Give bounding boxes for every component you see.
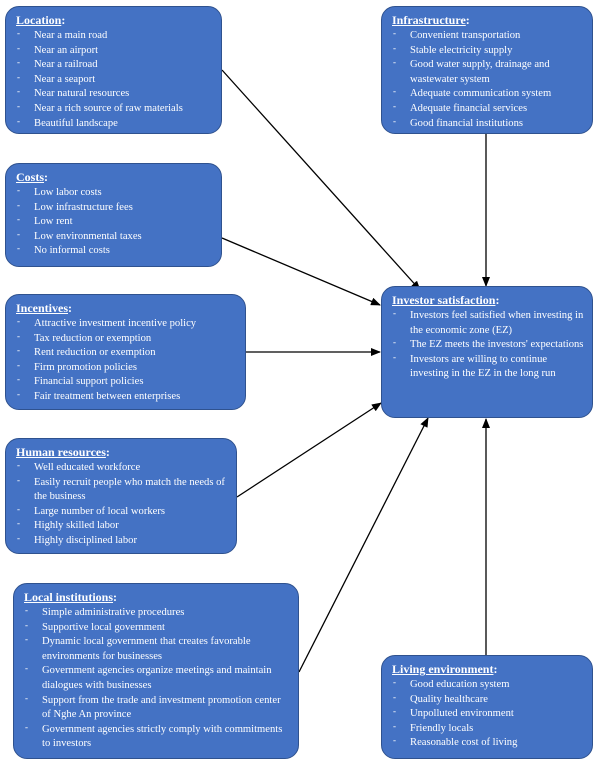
list-item: Unpolluted environment — [392, 704, 584, 722]
list-item: Convenient transportation — [392, 26, 584, 44]
list-item: Firm promotion policies — [16, 358, 237, 376]
list-item: Beautiful landscape — [16, 114, 213, 132]
list-item: Low infrastructure fees — [16, 198, 213, 216]
list-item: Stable electricity supply — [392, 41, 584, 59]
investor-satisfaction-title: Investor satisfaction: — [392, 293, 500, 307]
list-item: Simple administrative procedures — [24, 603, 290, 621]
list-item: Near a railroad — [16, 55, 213, 73]
list-item: Good education system — [392, 675, 584, 693]
list-item: Near a main road — [16, 26, 213, 44]
arrow-costs — [221, 237, 381, 306]
list-item: Good financial institutions — [392, 114, 584, 132]
list-item: Friendly locals — [392, 719, 584, 737]
list-item: Good water supply, drainage and wastewat… — [392, 55, 584, 87]
list-item: Well educated workforce — [16, 458, 228, 476]
list-item: Supportive local government — [24, 618, 290, 636]
incentives-box: Incentives: Attractive investment incent… — [5, 294, 246, 410]
investor-satisfaction-list: Investors feel satisfied when investing … — [392, 306, 584, 382]
costs-list: Low labor costs Low infrastructure fees … — [16, 183, 213, 259]
list-item: Near a seaport — [16, 70, 213, 88]
location-list: Near a main road Near an airport Near a … — [16, 26, 213, 132]
investor-satisfaction-box: Investor satisfaction: Investors feel sa… — [381, 286, 593, 418]
list-item: Large number of local workers — [16, 502, 228, 520]
human-resources-box: Human resources: Well educated workforce… — [5, 438, 237, 554]
list-item: Investors feel satisfied when investing … — [392, 306, 584, 338]
list-item: Near an airport — [16, 41, 213, 59]
list-item: Fair treatment between enterprises — [16, 387, 237, 405]
list-item: Low environmental taxes — [16, 227, 213, 245]
list-item: Adequate financial services — [392, 99, 584, 117]
costs-box: Costs: Low labor costs Low infrastructur… — [5, 163, 222, 267]
list-item: Investors are willing to continue invest… — [392, 350, 584, 382]
costs-title: Costs: — [16, 170, 49, 184]
list-item: Low labor costs — [16, 183, 213, 201]
arrow-location — [221, 69, 421, 291]
living-environment-title: Living environment: — [392, 662, 498, 676]
incentives-title: Incentives: — [16, 301, 72, 315]
list-item: Quality healthcare — [392, 690, 584, 708]
infrastructure-list: Convenient transportation Stable electri… — [392, 26, 584, 132]
local-institutions-box: Local institutions: Simple administrativ… — [13, 583, 299, 759]
location-title: Location: — [16, 13, 66, 27]
list-item: Adequate communication system — [392, 84, 584, 102]
list-item: Attractive investment incentive policy — [16, 314, 237, 332]
human-resources-list: Well educated workforce Easily recruit p… — [16, 458, 228, 549]
list-item: Near natural resources — [16, 84, 213, 102]
infrastructure-box: Infrastructure: Convenient transportatio… — [381, 6, 593, 134]
list-item: No informal costs — [16, 241, 213, 259]
list-item: Highly skilled labor — [16, 516, 228, 534]
local-institutions-title: Local institutions: — [24, 590, 118, 604]
incentives-list: Attractive investment incentive policy T… — [16, 314, 237, 405]
local-institutions-list: Simple administrative procedures Support… — [24, 603, 290, 752]
arrow-human-resources — [236, 402, 382, 498]
list-item: The EZ meets the investors' expectations — [392, 335, 584, 353]
list-item: Easily recruit people who match the need… — [16, 473, 228, 505]
arrow-local-institutions — [298, 417, 429, 673]
list-item: Low rent — [16, 212, 213, 230]
list-item: Reasonable cost of living — [392, 733, 584, 751]
list-item: Financial support policies — [16, 372, 237, 390]
list-item: Government agencies strictly comply with… — [24, 720, 290, 752]
location-box: Location: Near a main road Near an airpo… — [5, 6, 222, 134]
list-item: Near a rich source of raw materials — [16, 99, 213, 117]
list-item: Support from the trade and investment pr… — [24, 691, 290, 723]
list-item: Rent reduction or exemption — [16, 343, 237, 361]
list-item: Tax reduction or exemption — [16, 329, 237, 347]
list-item: Dynamic local government that creates fa… — [24, 632, 290, 664]
human-resources-title: Human resources: — [16, 445, 110, 459]
infrastructure-title: Infrastructure: — [392, 13, 470, 27]
list-item: Highly disciplined labor — [16, 531, 228, 549]
living-environment-list: Good education system Quality healthcare… — [392, 675, 584, 751]
living-environment-box: Living environment: Good education syste… — [381, 655, 593, 759]
list-item: Government agencies organize meetings an… — [24, 661, 290, 693]
